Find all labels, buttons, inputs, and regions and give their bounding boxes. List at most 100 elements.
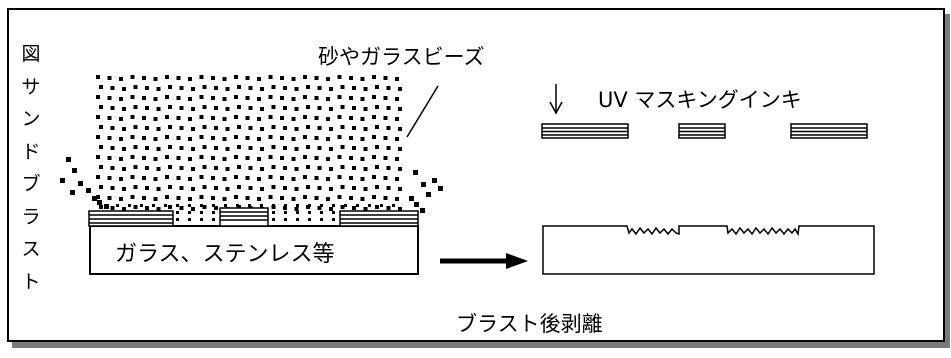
particle: [349, 96, 353, 100]
particle: [165, 155, 169, 159]
mask-label: UV マスキングインキ: [598, 88, 802, 112]
particle: [128, 204, 131, 207]
particle: [142, 96, 146, 100]
particle: [326, 117, 330, 121]
particle: [86, 188, 91, 193]
particle: [340, 145, 345, 149]
particle: [211, 116, 215, 120]
particle: [202, 205, 207, 209]
particle: [329, 187, 333, 191]
particle: [272, 218, 275, 221]
particle: [188, 157, 192, 161]
particle: [363, 207, 368, 211]
particle: [96, 95, 100, 99]
particle: [268, 155, 273, 159]
particle: [392, 204, 395, 207]
particle: [122, 207, 126, 211]
particle: [363, 147, 368, 151]
particle: [191, 127, 195, 131]
particle: [294, 167, 299, 171]
particle: [375, 205, 379, 209]
particle: [188, 117, 192, 121]
particle: [130, 155, 135, 159]
particle: [188, 77, 192, 81]
particle: [352, 86, 356, 90]
particle: [329, 127, 333, 131]
particle: [142, 76, 146, 80]
particle: [107, 136, 112, 140]
particle: [284, 211, 287, 214]
particle: [268, 135, 273, 139]
particle: [99, 85, 103, 89]
particle: [291, 197, 296, 201]
particle: [214, 86, 218, 90]
particle: [306, 185, 310, 189]
particle: [60, 178, 65, 183]
particle: [329, 167, 333, 171]
particle: [260, 167, 264, 171]
particle: [314, 196, 319, 200]
particle: [202, 125, 207, 129]
particle: [145, 206, 149, 210]
particle: [199, 115, 204, 119]
particle: [386, 126, 391, 130]
particle: [188, 218, 191, 221]
particle: [260, 204, 263, 207]
particle: [133, 105, 138, 109]
particle: [337, 75, 342, 79]
particle: [188, 97, 192, 101]
particle: [294, 127, 299, 131]
particle: [191, 107, 195, 111]
substrate-block: [89, 225, 419, 275]
ink-strip: [541, 123, 629, 139]
particle: [303, 175, 307, 179]
particle: [234, 195, 238, 199]
particle: [332, 218, 335, 221]
particle: [110, 126, 115, 130]
particle: [395, 97, 399, 101]
particle: [165, 75, 169, 79]
particle: [176, 218, 179, 221]
vertical-title-char: ス: [21, 238, 41, 260]
particle: [92, 196, 97, 201]
particle: [133, 185, 138, 189]
particle: [306, 105, 310, 109]
particle: [156, 127, 161, 131]
particle: [222, 177, 227, 181]
particle: [122, 127, 126, 131]
particle: [179, 126, 184, 130]
particle: [96, 75, 100, 79]
particle: [133, 205, 138, 209]
particle: [398, 127, 402, 131]
particle: [326, 137, 330, 141]
particle: [320, 211, 323, 214]
particle: [372, 135, 376, 139]
particle: [398, 147, 402, 151]
particle: [360, 97, 365, 101]
particle: [165, 95, 169, 99]
particle: [283, 206, 287, 210]
particle: [202, 185, 207, 189]
particle: [191, 167, 195, 171]
particle: [314, 116, 319, 120]
particle: [296, 218, 299, 221]
particle: [375, 125, 379, 129]
particle: [280, 76, 284, 80]
particle: [383, 116, 388, 120]
particle: [268, 175, 273, 179]
particle: [340, 185, 345, 189]
particle: [212, 204, 215, 207]
particle: [214, 106, 218, 110]
particle: [352, 146, 356, 150]
particle: [202, 165, 207, 169]
particle: [165, 115, 169, 119]
particle: [317, 106, 322, 110]
particle: [225, 147, 230, 151]
particle: [306, 145, 310, 149]
particle: [107, 76, 112, 80]
particle: [368, 204, 371, 207]
particle: [176, 176, 181, 180]
particle: [294, 87, 299, 91]
